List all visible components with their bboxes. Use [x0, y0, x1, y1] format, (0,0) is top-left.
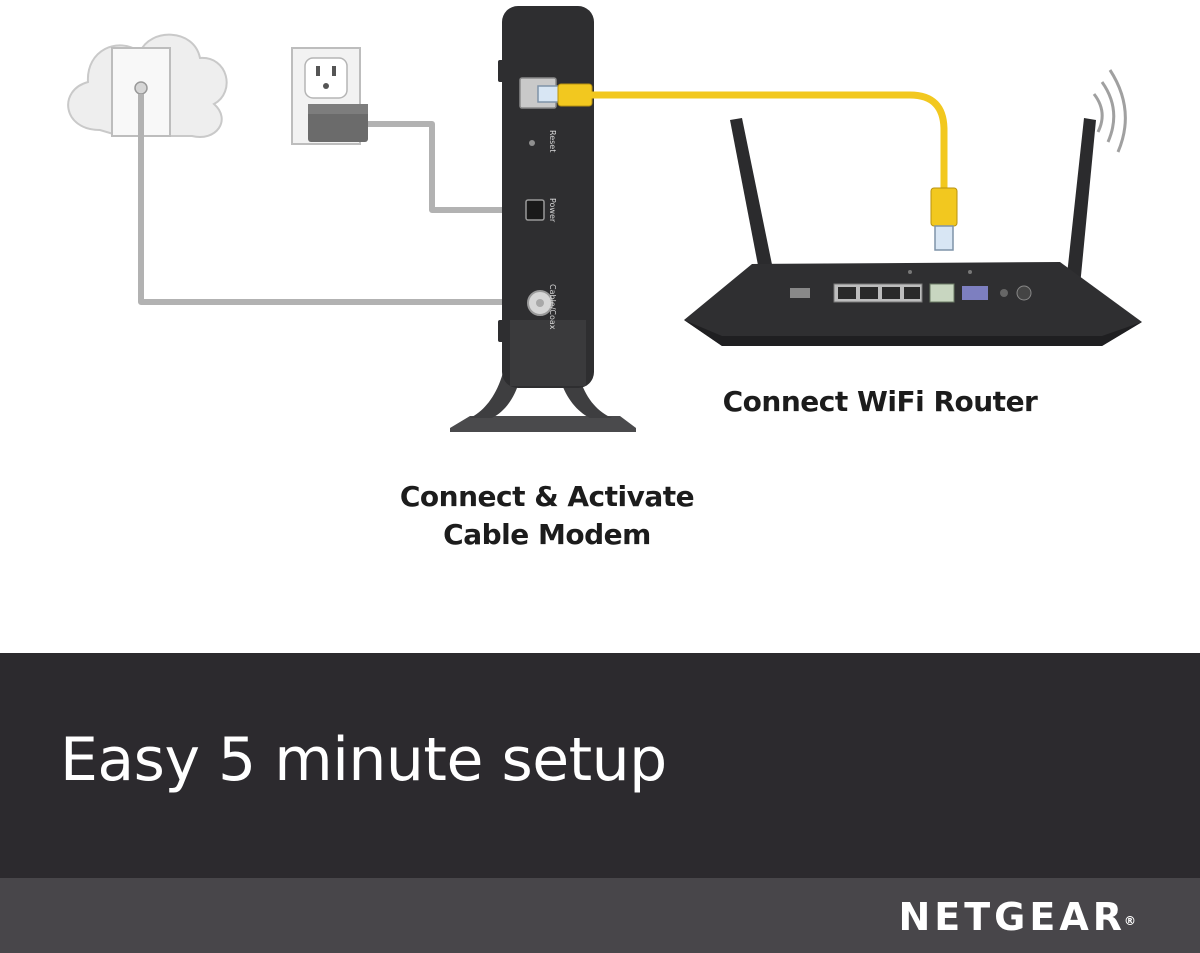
ethernet-cable — [590, 91, 948, 190]
cloud-wall-jack-icon — [67, 33, 228, 139]
setup-diagram: Reset Power Cable/Coax — [67, 6, 1142, 554]
modem-caption-line1: Connect & Activate — [399, 480, 695, 513]
wifi-signal-icon — [1092, 69, 1127, 153]
power-adapter-icon — [308, 104, 368, 142]
ethernet-plug-modem — [537, 83, 593, 107]
modem-caption: Connect & Activate Cable Modem — [367, 478, 727, 554]
cable-modem-icon: Reset Power Cable/Coax — [450, 6, 636, 432]
setup-illustration: Reset Power Cable/Coax — [67, 6, 1142, 432]
modem-cable-label: Cable/Coax — [548, 284, 557, 330]
coax-cable — [138, 94, 525, 305]
registered-mark: ® — [1124, 914, 1136, 928]
netgear-logo: NETGEAR® — [899, 895, 1139, 939]
modem-reset-label: Reset — [548, 130, 557, 152]
modem-caption-line2: Cable Modem — [443, 518, 651, 551]
headline-text: Easy 5 minute setup — [60, 725, 667, 795]
wifi-router-icon — [684, 118, 1142, 346]
ethernet-plug-router — [930, 187, 958, 251]
router-caption: Connect WiFi Router — [722, 385, 1038, 418]
modem-power-label: Power — [548, 198, 557, 223]
headline-banner — [0, 653, 1200, 878]
brand-name: NETGEAR — [898, 895, 1126, 939]
brand-banner — [0, 878, 1200, 953]
power-cable — [368, 121, 520, 213]
